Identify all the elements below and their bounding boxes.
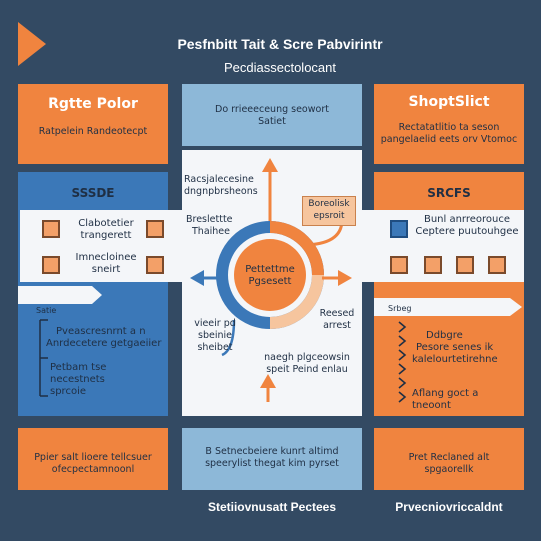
left-bracket bbox=[39, 319, 48, 397]
ring-peach-segment bbox=[269, 274, 324, 329]
bottom-right-card-text2: spgaorellk bbox=[424, 464, 474, 475]
center-lower-right-label: Reesed arrest bbox=[319, 308, 355, 331]
left-arrow-label: Satie bbox=[36, 306, 57, 315]
hub-circle bbox=[234, 239, 306, 311]
center-lower-left-label: vieeir pd sbeinie sheibet bbox=[194, 318, 236, 353]
arrow-left-head bbox=[190, 270, 204, 286]
right-items: Bunl anrreorouce Ceptere puutouhgee bbox=[415, 214, 519, 237]
right-arrow-label: Srbeg bbox=[388, 304, 412, 313]
left-arrow-strip bbox=[18, 286, 102, 304]
right-checkbox-2[interactable] bbox=[424, 256, 442, 274]
arrow-down-head bbox=[260, 374, 276, 388]
right-checkbox-blue[interactable] bbox=[390, 220, 408, 238]
right-panel-heading: SRCFS bbox=[427, 186, 471, 200]
right-chevron-column bbox=[398, 321, 407, 403]
top-right-card-text2: pangelaelid eets orv Vtomoc bbox=[380, 134, 518, 145]
bottom-center-card: B Setnecbeiere kunrt altimd speerylist t… bbox=[182, 428, 362, 490]
arrow-up-top-head bbox=[262, 158, 278, 172]
center-left-label: Breslettte Thaihee bbox=[186, 214, 233, 237]
left-checkbox-3[interactable] bbox=[42, 256, 60, 274]
bottom-left-card-text2: ofecpectamnoonl bbox=[51, 464, 135, 475]
top-center-card-text1: Do rrieeeceung seowort bbox=[215, 104, 329, 115]
right-checkbox-4[interactable] bbox=[488, 256, 506, 274]
page-subtitle: Pecdiassectolocant bbox=[223, 60, 336, 75]
top-right-card: ShoptSlict Rectatatlitio ta seson pangel… bbox=[374, 84, 524, 164]
top-left-card: Rgtte Polor Ratpelein Randeotecpt bbox=[18, 84, 168, 164]
center-top-label: Racsjalecesine dngnpbrsheons bbox=[184, 174, 258, 197]
left-panel-text: Pveascresnrnt a n Anrdecetere getgaeiier… bbox=[46, 326, 162, 397]
footer-right-label: Prvecniovriccaldnt bbox=[395, 500, 503, 514]
top-left-card-title: Rgtte Polor bbox=[48, 96, 138, 112]
arrow-right-head bbox=[338, 270, 352, 286]
top-left-card-text: Ratpelein Randeotecpt bbox=[38, 126, 148, 137]
left-checkbox-2[interactable] bbox=[146, 220, 164, 238]
left-panel-heading: SSSDE bbox=[71, 186, 115, 200]
top-right-card-text1: Rectatatlitio ta seson bbox=[398, 122, 500, 133]
top-center-card: Do rrieeeceung seowort Satiet bbox=[182, 84, 362, 146]
hub-label: Pettettme Pgsesett bbox=[245, 264, 295, 287]
bottom-right-card-text1: Pret Reclaned alt bbox=[408, 452, 490, 463]
top-right-card-title: ShoptSlict bbox=[408, 94, 490, 110]
bottom-right-card: Pret Reclaned alt spgaorellk bbox=[374, 428, 524, 490]
right-checkbox-3[interactable] bbox=[456, 256, 474, 274]
center-right-box bbox=[302, 196, 356, 226]
ring-orange-segment bbox=[269, 221, 324, 276]
footer-left-label: Stetiiovnusatt Pectees bbox=[207, 500, 337, 514]
bottom-center-card-text1: B Setnecbeiere kunrt altimd bbox=[205, 446, 339, 457]
play-arrow-icon bbox=[18, 22, 46, 66]
center-bottom-label: naegh plgceowsin speit Peind enlau bbox=[264, 352, 350, 375]
page-title: Pesfnbitt Tait & Scre Pabvirintr bbox=[177, 36, 383, 52]
top-center-card-text2: Satiet bbox=[258, 116, 286, 127]
center-right-box-text: Boreolisk epsroit bbox=[308, 199, 350, 221]
arrow-curve-lower-left bbox=[221, 319, 236, 357]
right-checkbox-1[interactable] bbox=[390, 256, 408, 274]
bottom-left-card-text1: Ppier salt lioere tellcsuer bbox=[34, 452, 152, 463]
left-checkbox-4[interactable] bbox=[146, 256, 164, 274]
bottom-center-card-text2: speerylist thegat kim pyrset bbox=[205, 458, 339, 469]
bottom-left-card: Ppier salt lioere tellcsuer ofecpectamno… bbox=[18, 428, 168, 490]
right-arrow-strip bbox=[374, 298, 522, 316]
right-panel-text: Ddbgre Pesore senes ik kalelourtetirehne… bbox=[412, 330, 498, 411]
left-checkbox-1[interactable] bbox=[42, 220, 60, 238]
